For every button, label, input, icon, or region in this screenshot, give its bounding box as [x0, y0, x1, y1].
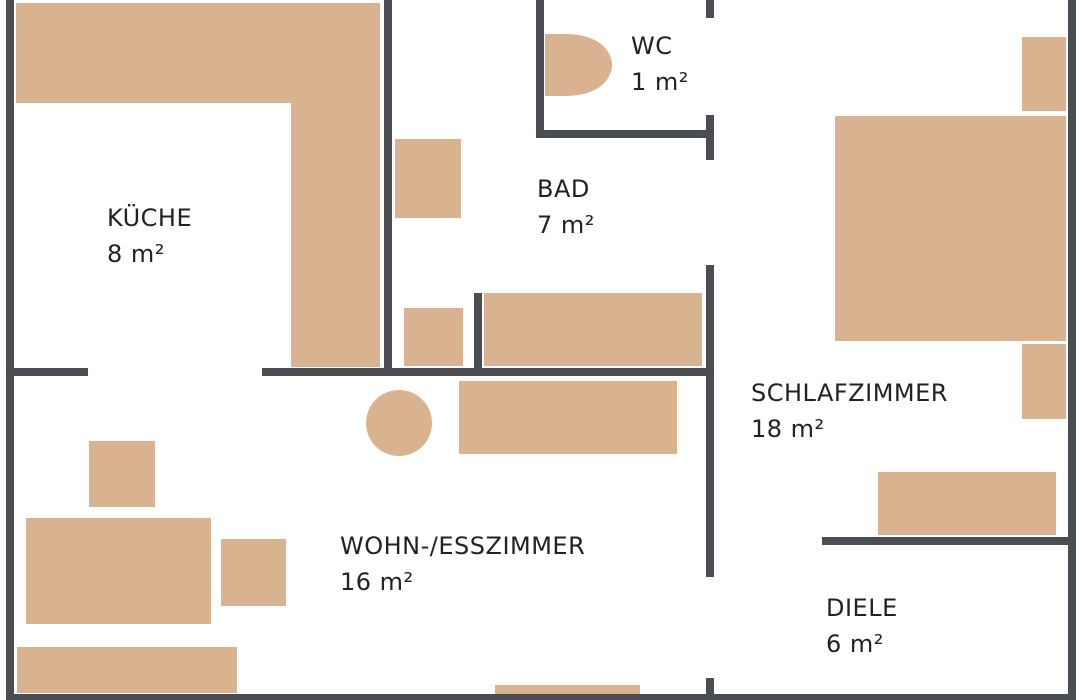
- room-area-kueche: 8 m²: [107, 240, 165, 268]
- wall-kitchen-bottom-left: [6, 368, 88, 376]
- wardrobe: [1022, 37, 1066, 111]
- walls-layer: [6, 0, 1076, 700]
- wall-bath-stub: [474, 293, 482, 368]
- bathroom-toilet: [404, 308, 463, 366]
- room-name-wohn: WOHN-/ESSZIMMER: [340, 532, 586, 560]
- wall-kitchen-bottom-right: [262, 368, 710, 376]
- room-label-kueche: KÜCHE 8 m²: [107, 200, 192, 272]
- room-name-schlafzimmer: SCHLAFZIMMER: [751, 379, 948, 407]
- kitchen-counter-side: [291, 3, 380, 367]
- room-label-wc: WC 1 m²: [631, 28, 689, 100]
- dining-chair-right: [221, 539, 286, 606]
- outer-wall-right: [1068, 0, 1076, 700]
- dining-chair-top: [89, 441, 155, 507]
- wall-center-bottom: [706, 678, 714, 700]
- bathtub: [484, 293, 702, 366]
- wc-toilet: [545, 34, 612, 96]
- room-area-bad: 7 m²: [537, 211, 595, 239]
- wall-kitchen-bath: [384, 0, 392, 376]
- outer-wall-left: [6, 0, 14, 700]
- dining-table: [26, 518, 211, 624]
- room-name-kueche: KÜCHE: [107, 204, 193, 232]
- wall-bedroom-hall: [822, 537, 1076, 545]
- room-area-diele: 6 m²: [826, 630, 884, 658]
- bathroom-sink: [395, 139, 461, 218]
- room-area-schlafzimmer: 18 m²: [751, 415, 825, 443]
- wall-wc-left: [536, 0, 544, 138]
- room-area-wc: 1 m²: [631, 68, 689, 96]
- wall-center-middle: [706, 265, 714, 577]
- round-side-table: [366, 390, 432, 456]
- sideboard: [17, 647, 237, 693]
- room-label-schlafzimmer: SCHLAFZIMMER 18 m²: [751, 375, 948, 447]
- bed: [835, 116, 1066, 341]
- room-area-wohn: 16 m²: [340, 568, 414, 596]
- bedroom-dresser: [878, 472, 1056, 535]
- room-name-wc: WC: [631, 32, 673, 60]
- nightstand: [1022, 344, 1066, 419]
- room-name-bad: BAD: [537, 175, 590, 203]
- room-name-diele: DIELE: [826, 594, 898, 622]
- wall-center-top-b: [706, 115, 714, 160]
- room-label-diele: DIELE 6 m²: [826, 590, 898, 662]
- furniture-layer: [16, 3, 1066, 697]
- sofa: [459, 381, 677, 454]
- wall-wc-bottom: [536, 130, 714, 138]
- room-label-bad: BAD 7 m²: [537, 171, 595, 243]
- outer-wall-bottom: [6, 694, 1076, 700]
- wall-center-top-a: [706, 0, 714, 18]
- room-label-wohn: WOHN-/ESSZIMMER 16 m²: [340, 528, 585, 600]
